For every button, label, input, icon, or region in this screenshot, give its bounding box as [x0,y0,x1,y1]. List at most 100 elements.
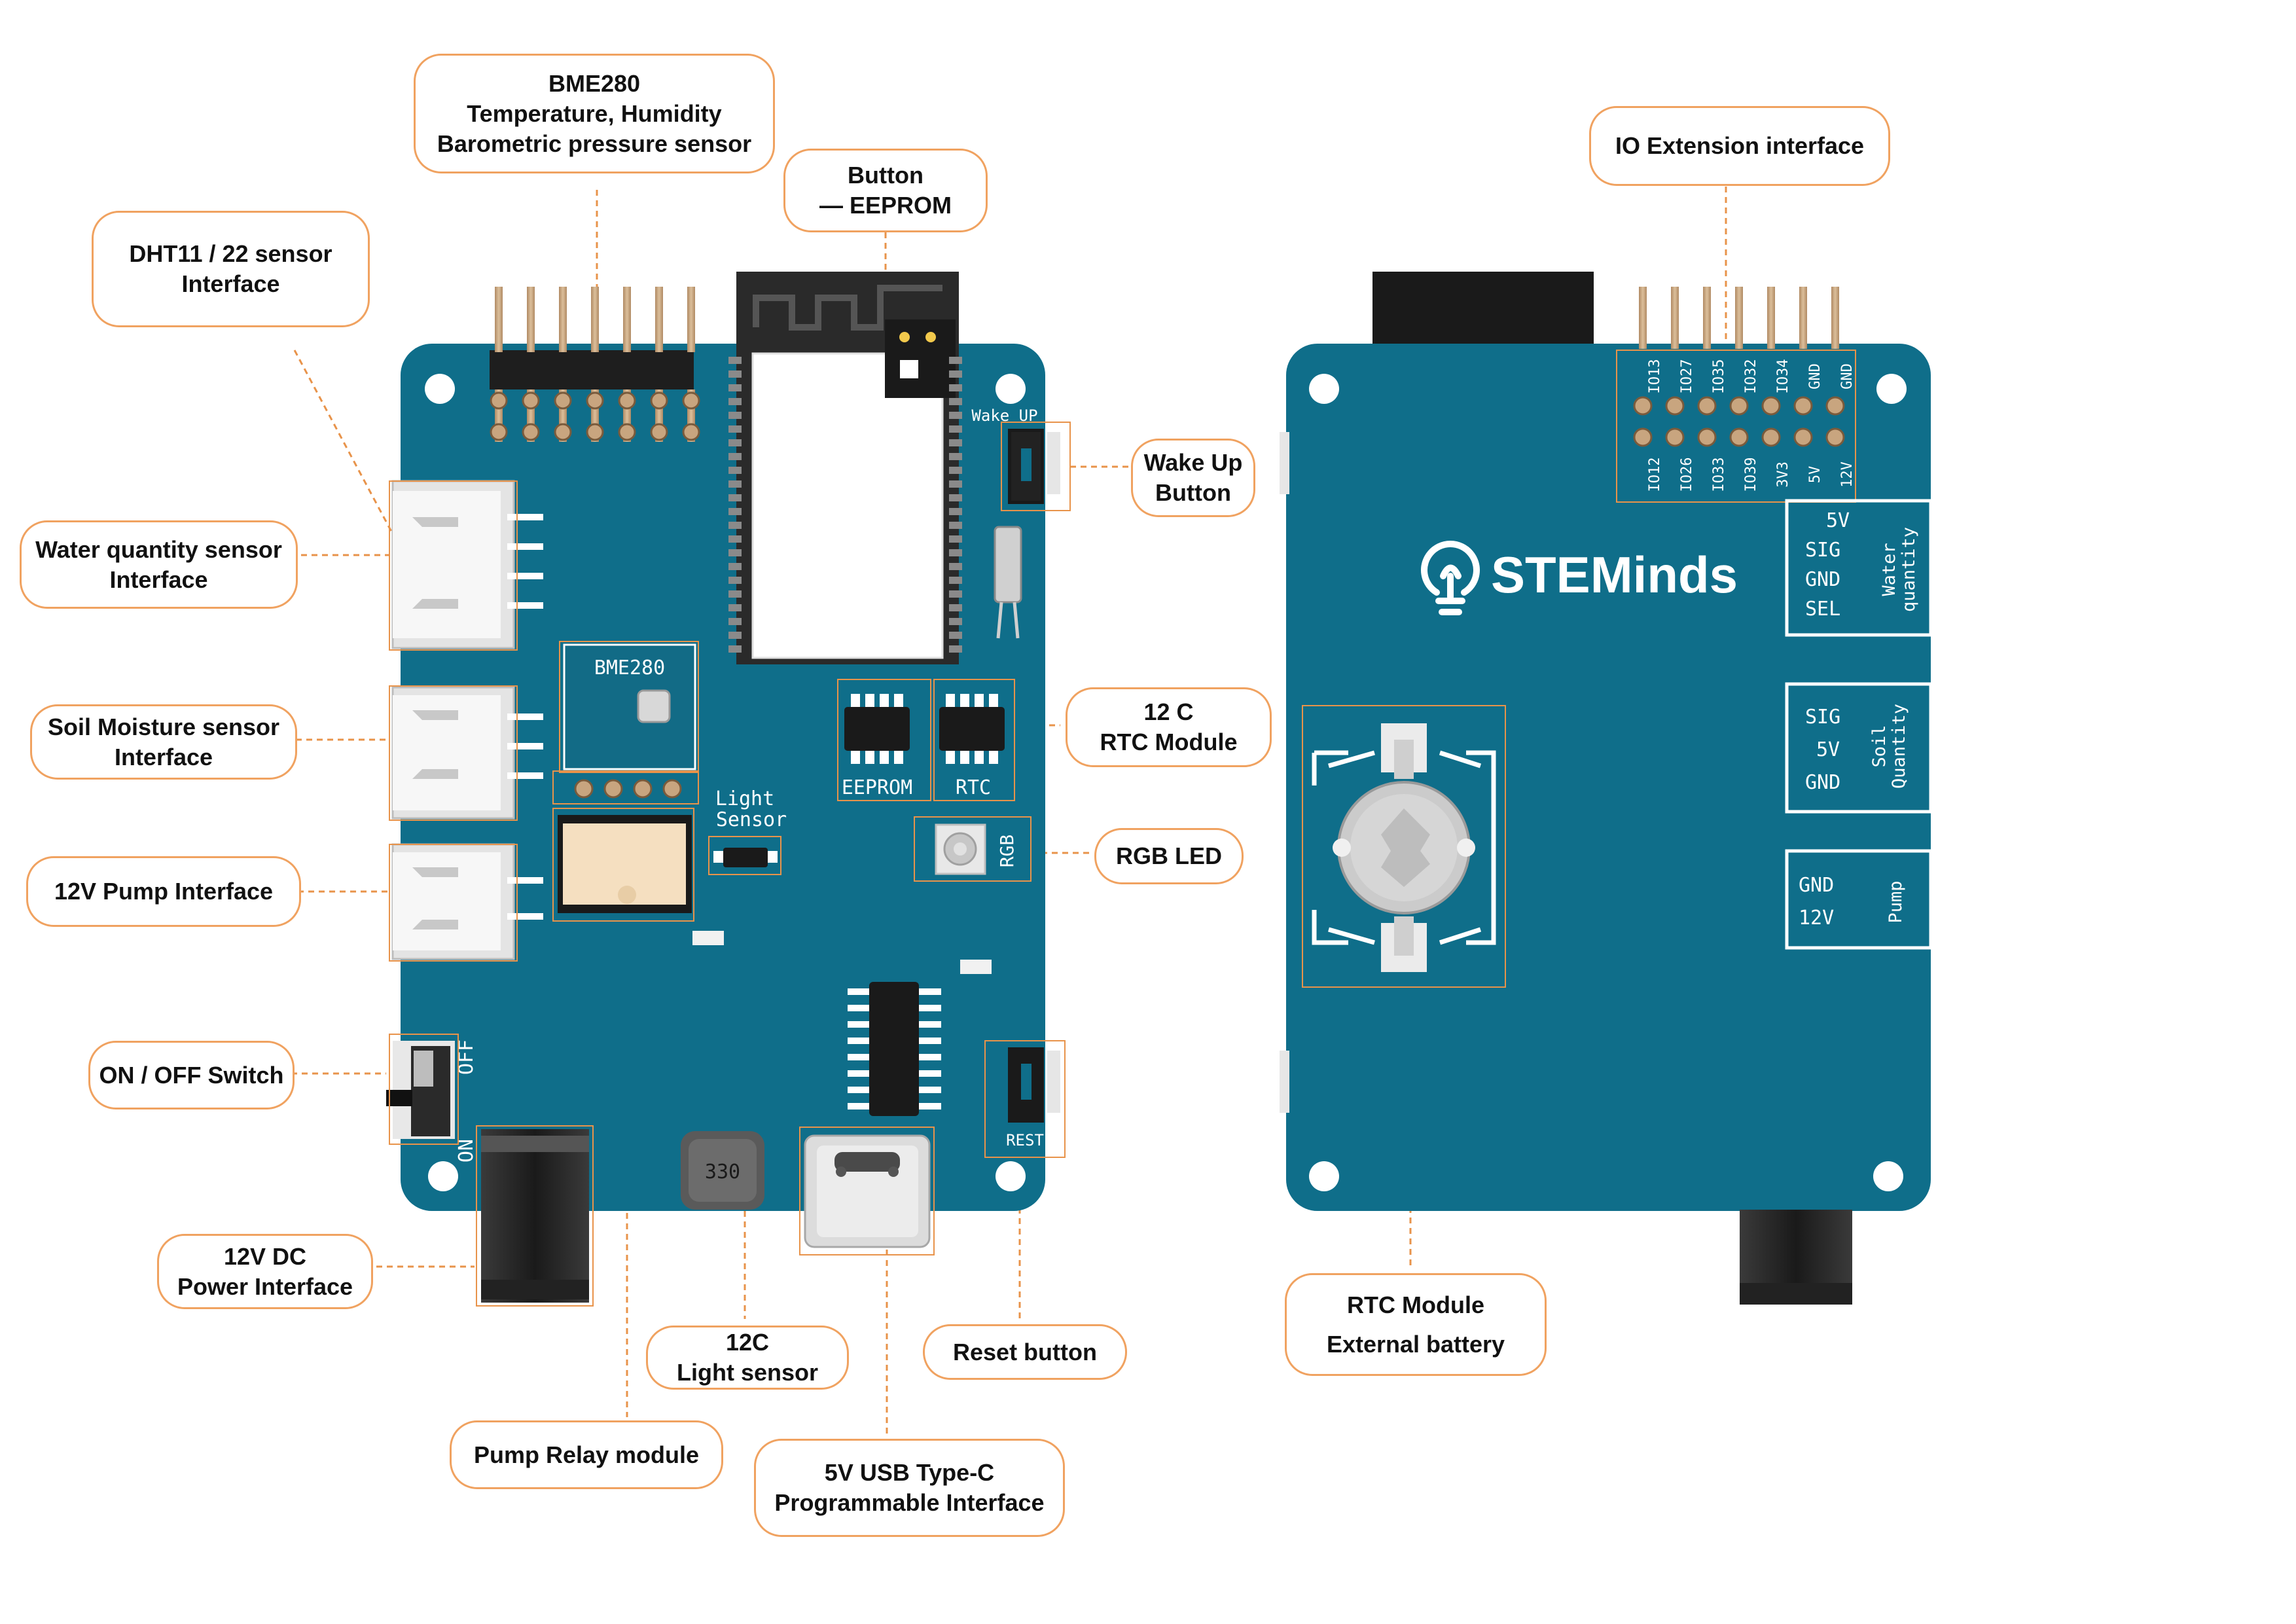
mounting-hole [1309,1161,1339,1191]
callout-line: 12C [725,1329,770,1356]
castellation-pad [728,645,742,653]
callout-reset: Reset button [923,1324,1127,1380]
callout-onoff: ON / OFF Switch [88,1041,295,1110]
dc-barrel-jack [481,1129,589,1303]
onoff-switch: OFF ON [386,1039,478,1163]
callout-line: RGB LED [1116,842,1222,869]
reset-label: REST [1006,1131,1044,1149]
castellation-pad [949,508,962,515]
callout-soil: Soil Moisture sensor Interface [30,704,297,780]
mounting-hole [425,374,455,404]
pump-pin: 12V [1799,907,1834,929]
callout-line: Light sensor [676,1359,819,1386]
callout-io-extension: IO Extension interface [1589,106,1890,186]
pump-connector [391,843,543,960]
castellation-pad [949,453,962,460]
castellation-pad [728,425,742,433]
callout-line: External battery [1326,1330,1505,1358]
callout-line: Reset button [953,1338,1097,1365]
castellation-pad [949,577,962,584]
mounting-hole [1873,1161,1903,1191]
esp32-module [728,272,962,664]
callout-line: Wake Up [1143,449,1243,476]
castellation-pad [728,535,742,543]
front-board: BME280 Light Sensor EEPROM [386,272,1071,1307]
eeprom-chip: EEPROM [842,694,912,799]
io-top-label: GND [1839,363,1856,389]
callout-line: Temperature, Humidity [467,99,722,127]
crystal [994,526,1022,639]
io-bottom-label: IO26 [1679,458,1695,492]
callout-battery: RTC Module External battery [1285,1273,1547,1376]
callout-usb: 5V USB Type-C Programmable Interface [754,1439,1065,1537]
mounting-hole [996,1161,1026,1191]
water-pin: SEL [1805,598,1840,621]
castellation-pad [949,549,962,556]
castellation-pad [949,480,962,488]
callout-dc: 12V DC Power Interface [157,1234,373,1309]
soil-table-label: Soil [1869,725,1890,767]
io-bottom-label: 5V [1807,466,1823,484]
bme-chip-label: BME280 [594,657,665,679]
castellation-pad [949,370,962,378]
castellation-pad [949,494,962,501]
castellation-pad [949,645,962,653]
castellation-pad [728,412,742,419]
castellation-pad [728,508,742,515]
highlight-boxes [389,422,1071,1307]
callout-line: 5V USB Type-C [824,1459,995,1486]
castellation-pad [949,439,962,446]
callout-line: — EEPROM [819,192,952,219]
castellation-pad [949,384,962,391]
inductor: 330 [681,1131,764,1210]
callout-relay: Pump Relay module [450,1420,723,1489]
steminds-logo: STEMinds [1421,540,1738,615]
castellation-pad [728,494,742,501]
io-top-label: IO34 [1775,359,1791,394]
castellation-pad [949,604,962,611]
relay [558,815,692,913]
callout-line: ON / OFF Switch [99,1061,284,1089]
usb-serial-ic [848,982,941,1116]
callout-line: RTC Module [1347,1291,1484,1318]
io-top-label: IO27 [1679,359,1695,394]
io-top-label: IO32 [1743,359,1759,394]
castellation-pad [949,398,962,405]
castellation-pad [949,590,962,598]
castellation-pad [949,632,962,639]
smd-part [692,931,724,945]
castellation-pad [728,618,742,625]
front-header [490,287,700,442]
castellation-pad [949,618,962,625]
castellation-pad [728,357,742,364]
io-top-label: IO13 [1647,359,1663,394]
io-bottom-label: 3V3 [1775,461,1791,488]
callout-line: Interface [181,270,280,297]
soil-pin-table: SIG 5V GND Soil Quantity [1785,682,1933,814]
castellation-pad [728,563,742,570]
castellation-pad [728,370,742,378]
back-pcb [1286,344,1931,1211]
callout-light: 12C Light sensor [646,1326,849,1390]
water-table-label: quantity [1899,527,1919,612]
callout-line: Button [848,162,924,189]
brand-name: STEMinds [1491,546,1738,604]
callout-line: Interface [114,743,213,770]
pump-pin: GND [1799,874,1834,897]
inductor-label: 330 [705,1161,740,1183]
rgb-led: RGB [935,823,1018,875]
rgb-label: RGB [996,835,1018,868]
callout-line: Programmable Interface [774,1489,1045,1516]
castellation-pad [728,604,742,611]
castellation-pad [728,467,742,474]
callout-line: BME280 [548,69,641,97]
rtc-label: RTC [956,776,991,799]
coin-cell-holder [1302,705,1506,988]
soil-pin: SIG [1805,706,1840,729]
eeprom-label: EEPROM [842,776,912,799]
dc-barrel-jack-back [1740,1210,1852,1305]
io-top-label: IO35 [1711,359,1727,394]
rtc-chip: RTC [939,694,1005,799]
smd-part [960,960,992,974]
